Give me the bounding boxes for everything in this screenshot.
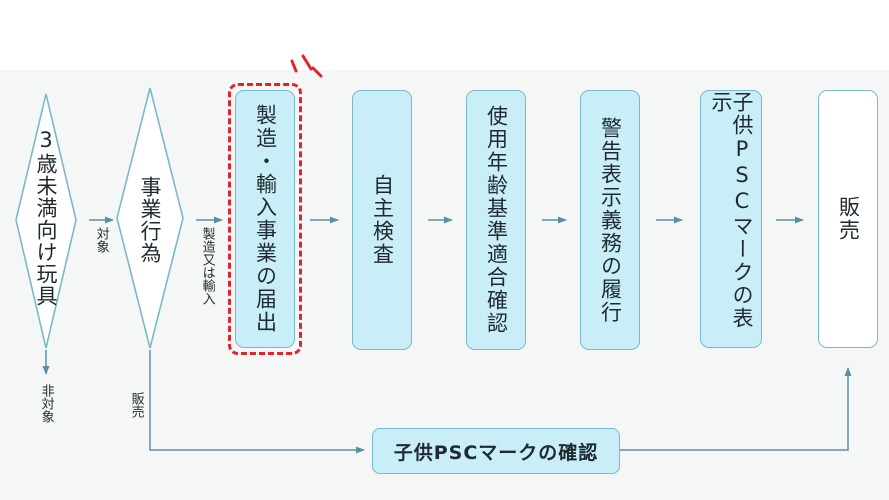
- edge-label-target: 対象: [93, 227, 109, 253]
- age-standard-label: 使用年齢基準適合確認: [484, 105, 509, 335]
- self-inspection-box: 自主検査: [352, 90, 412, 350]
- notification-box: 製造・輸入事業の届出: [235, 90, 295, 348]
- edge-label-not-target: 非対象: [38, 384, 54, 423]
- psc-confirm-label: 子供PSCマークの確認: [393, 441, 599, 464]
- edge-label-sale: 販売: [128, 392, 144, 418]
- psc-confirm-box: 子供PSCマークの確認: [372, 428, 620, 474]
- self-inspection-label: 自主検査: [370, 174, 395, 266]
- age-standard-box: 使用年齢基準適合確認: [466, 90, 526, 350]
- target-decision-diamond: [15, 93, 77, 349]
- sale-label: 販売: [836, 196, 861, 242]
- psc-label-box: 子供PSCマークの表示: [700, 90, 762, 348]
- action-decision-diamond: [116, 87, 184, 349]
- path-sale-to-confirm: [149, 350, 365, 454]
- warning-label-text: 警告表示義務の履行: [598, 116, 623, 324]
- path-confirm-to-sale: [620, 367, 852, 451]
- emphasis-icon: [290, 54, 323, 78]
- edge-label-manufacture-import: 製造又は輸入: [199, 227, 215, 305]
- target-decision-label: 3歳未満向け玩具: [34, 128, 58, 307]
- warning-label-box: 警告表示義務の履行: [580, 90, 640, 350]
- sale-box: 販売: [818, 90, 878, 348]
- highlight-frame: [228, 83, 302, 355]
- action-decision-label: 事業行為: [138, 176, 162, 264]
- notification-label: 製造・輸入事業の届出: [253, 104, 278, 334]
- psc-label-text: 子供PSCマークの表示: [709, 91, 754, 330]
